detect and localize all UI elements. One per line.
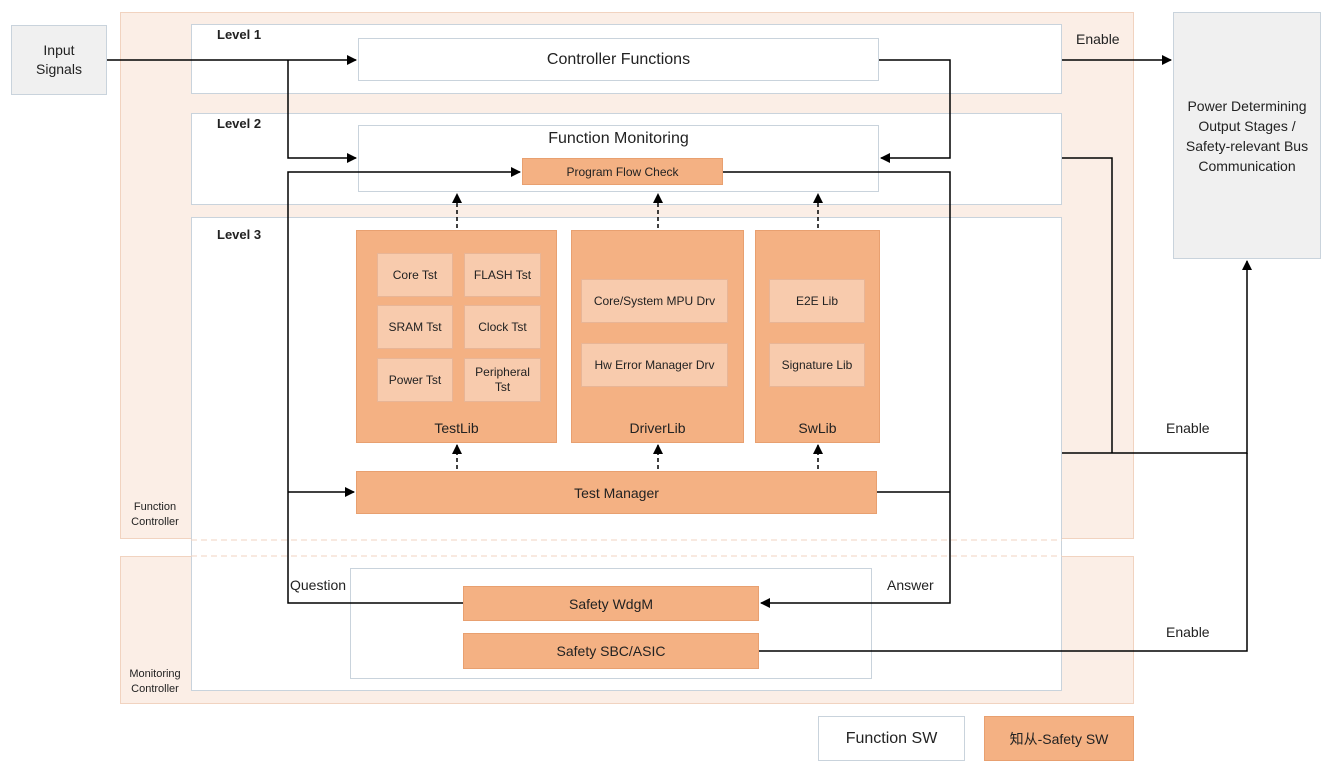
hw-error-drv-box: Hw Error Manager Drv — [581, 343, 728, 387]
power-tst-label: Power Tst — [388, 373, 442, 387]
enable-label-bottom: Enable — [1166, 624, 1210, 640]
test-manager-box: Test Manager — [356, 471, 877, 514]
swlib-title: SwLib — [798, 420, 837, 436]
e2e-lib-box: E2E Lib — [769, 279, 865, 323]
legend-safety-sw: 知从-Safety SW — [984, 716, 1134, 761]
peripheral-tst-label: Peripheral Tst — [475, 365, 530, 394]
test-manager-label: Test Manager — [574, 484, 659, 501]
sram-tst-box: SRAM Tst — [377, 305, 453, 349]
function-controller-label: Function Controller — [131, 501, 179, 528]
enable-label-top: Enable — [1076, 31, 1120, 47]
answer-label: Answer — [887, 577, 934, 593]
hw-error-drv-label: Hw Error Manager Drv — [594, 358, 715, 372]
output-stages-box: Power Determining Output Stages / Safety… — [1173, 12, 1321, 259]
mpu-drv-label: Core/System MPU Drv — [593, 294, 716, 308]
input-signals-label: Input Signals — [36, 42, 82, 77]
safety-sbc-box: Safety SBC/ASIC — [463, 633, 759, 669]
power-tst-box: Power Tst — [377, 358, 453, 402]
question-label: Question — [290, 577, 347, 593]
mpu-drv-box: Core/System MPU Drv — [581, 279, 728, 323]
peripheral-tst-box: Peripheral Tst — [464, 358, 541, 402]
core-tst-label: Core Tst — [392, 268, 438, 282]
signature-lib-box: Signature Lib — [769, 343, 865, 387]
level1-label: Level 1 — [217, 27, 262, 42]
legend-function-sw: Function SW — [818, 716, 965, 761]
level2-label: Level 2 — [217, 116, 262, 131]
testlib-title: TestLib — [434, 420, 479, 436]
level3-label: Level 3 — [217, 227, 262, 242]
input-signals-box: Input Signals — [11, 25, 107, 95]
driverlib-title: DriverLib — [629, 420, 686, 436]
signature-lib-label: Signature Lib — [781, 358, 853, 372]
legend-safety-sw-label: 知从-Safety SW — [1009, 730, 1109, 747]
core-tst-box: Core Tst — [377, 253, 453, 297]
clock-tst-label: Clock Tst — [478, 320, 527, 334]
safety-sbc-label: Safety SBC/ASIC — [556, 643, 666, 659]
driverlib-box — [571, 230, 744, 443]
enable-label-mid: Enable — [1166, 420, 1210, 436]
e2e-lib-label: E2E Lib — [795, 294, 839, 308]
program-flow-check-box: Program Flow Check — [522, 158, 723, 185]
function-monitoring-label: Function Monitoring — [548, 130, 689, 147]
flash-tst-box: FLASH Tst — [464, 253, 541, 297]
legend-function-sw-label: Function SW — [845, 729, 938, 747]
sram-tst-label: SRAM Tst — [388, 320, 442, 334]
program-flow-check-label: Program Flow Check — [566, 164, 679, 179]
flash-tst-label: FLASH Tst — [473, 268, 532, 282]
swlib-box — [755, 230, 880, 443]
safety-wdgm-box: Safety WdgM — [463, 586, 759, 621]
safety-wdgm-label: Safety WdgM — [568, 595, 654, 612]
controller-functions-label: Controller Functions — [546, 50, 691, 68]
output-stages-label: Power Determining Output Stages / Safety… — [1185, 98, 1309, 174]
controller-functions-box: Controller Functions — [358, 38, 879, 81]
monitoring-controller-label: Monitoring Controller — [129, 668, 181, 695]
clock-tst-box: Clock Tst — [464, 305, 541, 349]
